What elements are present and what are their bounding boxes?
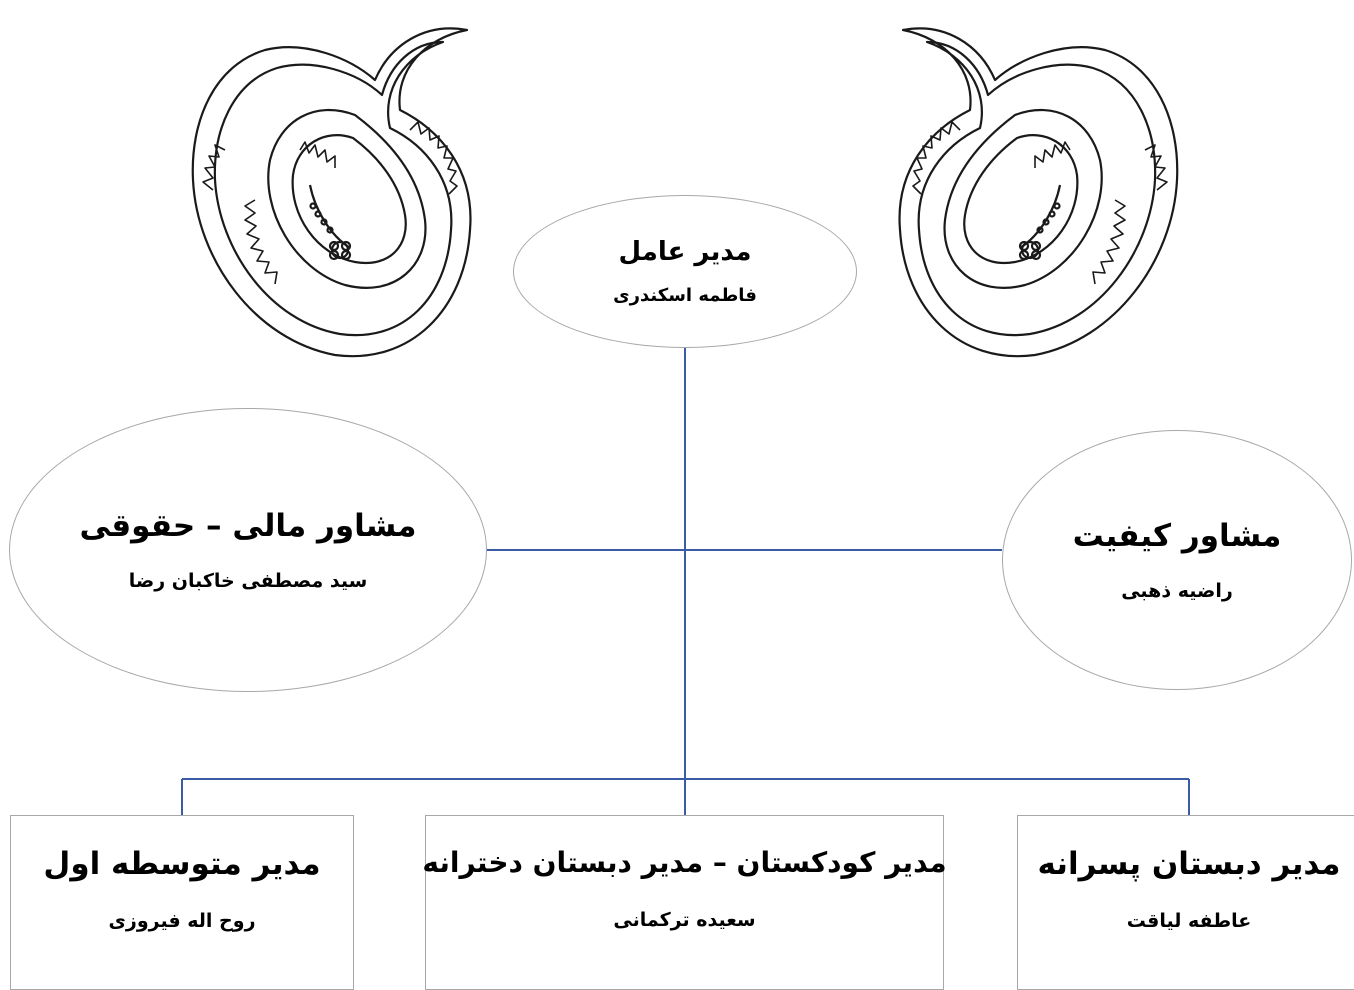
boys-primary-title: مدیر دبستان پسرانه [1037,846,1341,882]
ceo-name: فاطمه اسکندری [613,285,757,306]
kindergarten-title: مدیر کودکستان – مدیر دبستان دخترانه [422,846,947,879]
middle-school-title: مدیر متوسطه اول [43,846,321,882]
ceo-title: مدیر عامل [618,237,752,267]
node-middle-school-manager: مدیر متوسطه اول روح اله فیروزی [10,815,354,990]
quality-advisor-title: مشاور کیفیت [1072,518,1282,554]
financial-advisor-name: سید مصطفی خاکبان رضا [128,570,368,592]
boys-primary-name: عاطفه لیاقت [1126,910,1252,932]
quality-advisor-name: راضیه ذهبی [1121,580,1233,602]
kindergarten-name: سعیده ترکمانی [613,909,756,931]
node-boys-primary-manager: مدیر دبستان پسرانه عاطفه لیاقت [1017,815,1354,990]
financial-advisor-title: مشاور مالی – حقوقی [79,508,417,544]
node-ceo: مدیر عامل فاطمه اسکندری [513,195,857,348]
paisley-left-icon [191,27,472,358]
node-quality-advisor: مشاور کیفیت راضیه ذهبی [1002,430,1352,690]
paisley-right-icon [898,27,1179,358]
node-kindergarten-manager: مدیر کودکستان – مدیر دبستان دخترانه سعید… [422,815,947,990]
connector-lines [181,348,1190,815]
node-financial-advisor: مشاور مالی – حقوقی سید مصطفی خاکبان رضا [9,408,487,692]
middle-school-name: روح اله فیروزی [108,910,256,932]
